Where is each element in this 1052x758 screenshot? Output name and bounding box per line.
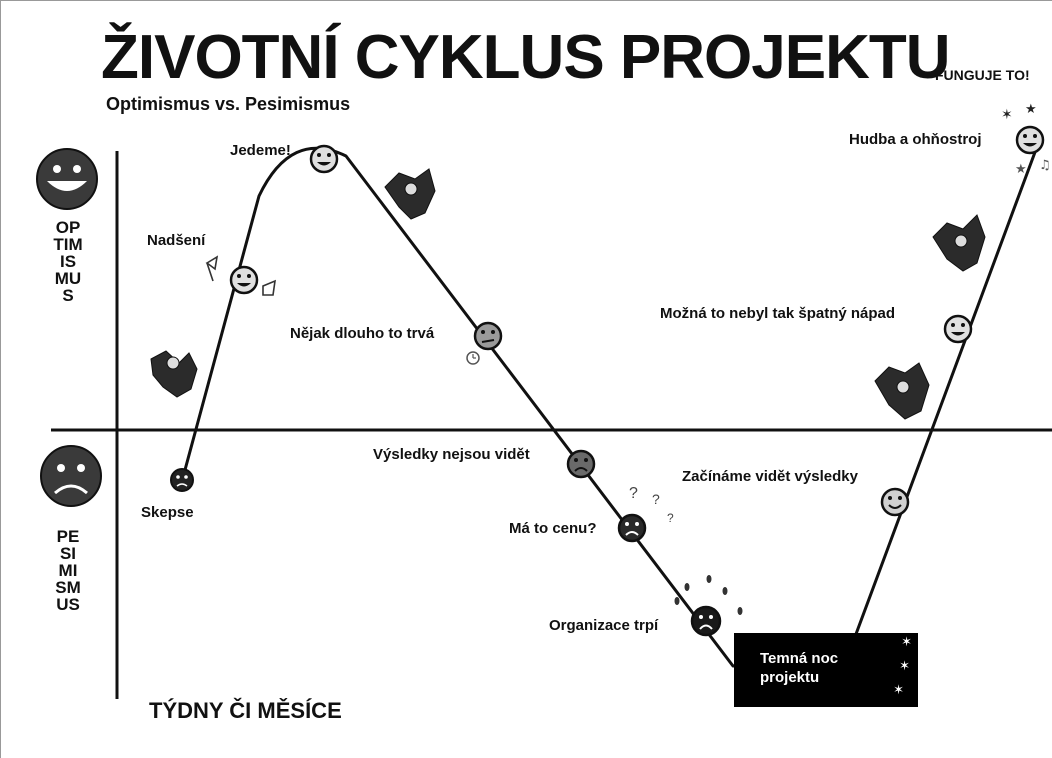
stage-label-skepse: Skepse [141, 504, 194, 521]
stage-label-organizace: Organizace trpí [549, 617, 659, 634]
stage-label-vysledky-nejsou: Výsledky nejsou vidět [373, 446, 530, 463]
hand-flags-icon [205, 255, 276, 296]
stage-label-jedeme: Jedeme! [230, 142, 291, 159]
zaciname-face-icon [880, 487, 910, 517]
vysledky-face-icon [566, 449, 596, 479]
climbing-figure-icon [874, 362, 930, 420]
sad-face-icon [40, 445, 102, 507]
dlouho-face-icon [473, 321, 503, 351]
page-title: ŽIVOTNÍ CYKLUS PROJEKTU [101, 23, 951, 92]
fireworks-icon: ✶ ★ ♫ ★ [1001, 102, 1051, 177]
dark-night-box: Temná noc projektu ✶ ✶ ✶ [734, 633, 918, 707]
hudba-face-icon [1015, 125, 1045, 155]
star-icon: ✶ [899, 659, 910, 674]
running-figure-icon [384, 168, 436, 220]
page-subtitle: Optimismus vs. Pesimismus [106, 94, 351, 114]
svg-text:★: ★ [1015, 162, 1027, 177]
funguje-label: FUNGUJE TO! [935, 67, 1030, 83]
stage-label-hudba: Hudba a ohňostroj [849, 131, 982, 148]
stage-label-nadseni: Nadšení [147, 232, 206, 249]
axis-label-time: TÝDNY ČI MĚSÍCE [149, 698, 342, 723]
axis-label-optimismus: OPTIMISMUS [53, 218, 83, 305]
question-marks-icon: ? ? ? [629, 485, 674, 525]
happy-face-icon [36, 148, 98, 210]
cenu-face-icon [617, 513, 647, 543]
svg-text:?: ? [667, 511, 674, 525]
organizace-face-icon [690, 605, 722, 637]
jedeme-face-icon [309, 144, 339, 174]
skepse-face-icon [170, 468, 194, 492]
stage-label-temna-noc: Temná noc projektu [760, 650, 839, 686]
worker-figure-icon [150, 350, 198, 398]
lifecycle-curve [180, 135, 1043, 668]
mozna-face-icon [943, 314, 973, 344]
stage-label-cenu: Má to cenu? [509, 520, 597, 537]
jumping-figure-icon [932, 214, 986, 272]
stage-label-dlouho: Nějak dlouho to trvá [290, 325, 435, 342]
sweat-drops-icon [674, 575, 743, 615]
svg-text:?: ? [629, 485, 638, 502]
star-icon: ✶ [901, 635, 912, 650]
axis-label-pesimismus: PESIMISMUS [55, 527, 81, 614]
svg-text:♫: ♫ [1039, 158, 1051, 173]
stage-label-mozna: Možná to nebyl tak špatný nápad [660, 305, 896, 322]
star-icon: ✶ [893, 683, 904, 698]
svg-text:?: ? [652, 491, 660, 507]
stage-label-zaciname: Začínáme vidět výsledky [682, 468, 858, 485]
nadseni-face-icon [229, 265, 259, 295]
svg-text:✶: ✶ [1001, 107, 1013, 123]
clock-icon [466, 351, 480, 365]
svg-text:★: ★ [1025, 102, 1037, 117]
